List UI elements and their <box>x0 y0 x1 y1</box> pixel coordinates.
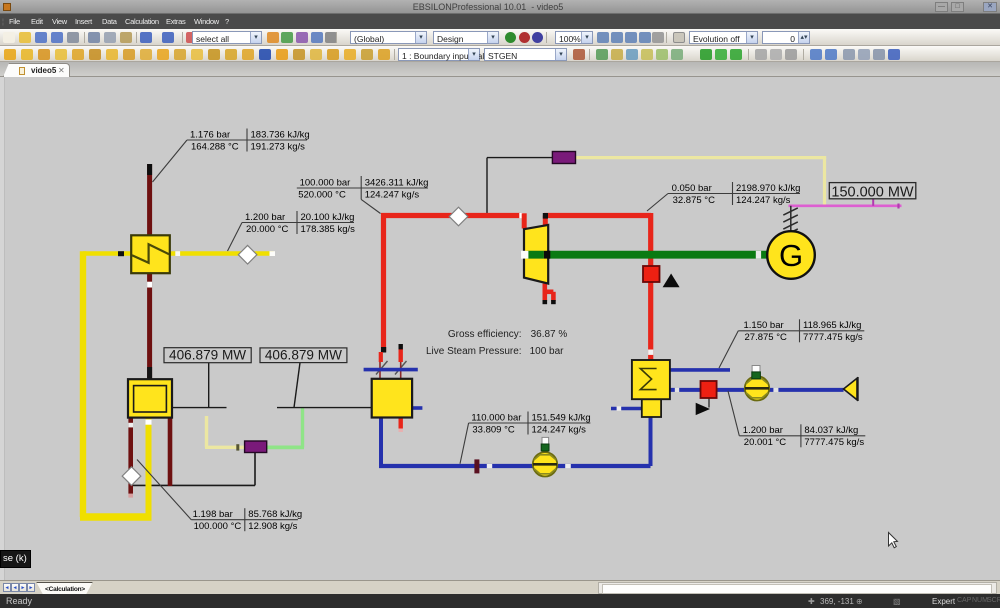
svg-text:100.000 °C: 100.000 °C <box>194 521 242 532</box>
svg-text:406.879 MW: 406.879 MW <box>265 347 342 362</box>
svg-text:20.000 °C: 20.000 °C <box>246 224 288 235</box>
svg-text:178.385 kg/s: 178.385 kg/s <box>301 224 356 235</box>
svg-text:118.965 kJ/kg: 118.965 kJ/kg <box>803 320 861 331</box>
svg-text:124.247 kg/s: 124.247 kg/s <box>736 195 791 206</box>
svg-text:100.000 bar: 100.000 bar <box>300 177 351 188</box>
svg-text:0.050 bar: 0.050 bar <box>672 183 712 194</box>
svg-text:191.273 kg/s: 191.273 kg/s <box>251 141 306 152</box>
svg-text:124.247 kg/s: 124.247 kg/s <box>365 189 420 200</box>
svg-text:1.200 bar: 1.200 bar <box>743 425 783 436</box>
svg-text:2198.970 kJ/kg: 2198.970 kJ/kg <box>736 183 800 194</box>
svg-text:84.037 kJ/kg: 84.037 kJ/kg <box>804 425 858 436</box>
svg-text:110.000 bar: 110.000 bar <box>471 412 521 423</box>
svg-text:36.87 %: 36.87 % <box>531 329 568 340</box>
svg-text:520.000 °C: 520.000 °C <box>298 189 346 200</box>
svg-text:20.001 °C: 20.001 °C <box>744 437 786 448</box>
svg-text:27.875 °C: 27.875 °C <box>745 332 787 343</box>
svg-text:1.198 bar: 1.198 bar <box>193 509 233 520</box>
svg-text:7777.475 kg/s: 7777.475 kg/s <box>803 332 863 343</box>
svg-text:151.549 kJ/kg: 151.549 kJ/kg <box>532 412 591 423</box>
svg-text:33.809 °C: 33.809 °C <box>472 424 514 435</box>
svg-text:G: G <box>779 238 803 273</box>
svg-text:Live Steam Pressure:: Live Steam Pressure: <box>426 346 522 357</box>
svg-text:7777.475 kg/s: 7777.475 kg/s <box>804 437 864 448</box>
svg-text:1.150 bar: 1.150 bar <box>744 320 784 331</box>
svg-text:124.247 kg/s: 124.247 kg/s <box>532 424 587 435</box>
svg-text:100 bar: 100 bar <box>530 346 565 357</box>
svg-text:406.879 MW: 406.879 MW <box>169 347 246 362</box>
svg-text:3426.311 kJ/kg: 3426.311 kJ/kg <box>365 177 429 188</box>
svg-text:164.288 °C: 164.288 °C <box>191 141 239 152</box>
svg-text:12.908 kg/s: 12.908 kg/s <box>248 521 297 532</box>
svg-text:32.875 °C: 32.875 °C <box>673 195 715 206</box>
svg-text:1.200 bar: 1.200 bar <box>245 212 285 223</box>
svg-text:85.768 kJ/kg: 85.768 kJ/kg <box>248 509 302 520</box>
svg-text:Gross efficiency:: Gross efficiency: <box>448 329 522 340</box>
svg-text:20.100 kJ/kg: 20.100 kJ/kg <box>301 212 355 223</box>
svg-text:1.176 bar: 1.176 bar <box>190 129 230 140</box>
svg-text:183.736 kJ/kg: 183.736 kJ/kg <box>251 129 310 140</box>
svg-text:150.000 MW: 150.000 MW <box>831 184 914 200</box>
